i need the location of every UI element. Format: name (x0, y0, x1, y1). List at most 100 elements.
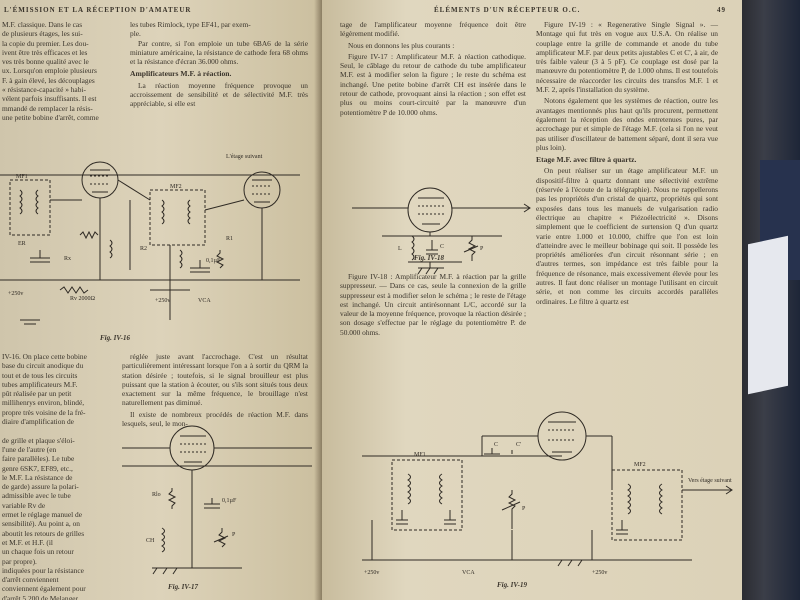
fig19-label-plus250-a: +250v (364, 570, 379, 576)
left-col2-top: les tubes Rimlock, type EF41, par exem-p… (130, 20, 308, 111)
text-line: ple. (130, 29, 141, 39)
left-col2-bottom: réglée juste avant l'accrochage. C'est u… (122, 352, 308, 430)
right-page: ÉLÉMENTS D'UN RÉCEPTEUR O.C. 49 tage de … (322, 0, 742, 600)
right-colA-bottom: Figure IV-18 : Amplificateur M.F. à réac… (340, 272, 526, 339)
text-line: M.F. classique. Dans le cas (2, 20, 83, 29)
fig19-label-c: C (494, 442, 498, 448)
text-line: base du circuit anodique du (2, 361, 84, 371)
fig16-label-rv: Rv 2000Ω (70, 296, 96, 302)
text-line: sensibilité). Au point a, on (2, 519, 81, 529)
fig-iv-17-schematic: Rlo 0,1µF CH P (122, 425, 312, 575)
fig17-label-p: P (232, 532, 236, 538)
fig16-label-r1: R1 (226, 236, 233, 242)
text-line: millihenrys environ, blindé, (2, 398, 85, 408)
text-line: genre 6SK7, EF89, etc., (2, 463, 73, 473)
text-line: l'une de l'autre (en (2, 444, 57, 454)
text-line: aboutit les retours de grilles (2, 528, 85, 538)
fig-iv-17-caption: Fig. IV-17 (168, 583, 198, 591)
right-colA-top: tage de l'amplificateur moyenne fréquenc… (340, 20, 526, 119)
fig16-label-next-stage: L'étage suivant (226, 154, 263, 160)
fig18-label-p: P (480, 246, 484, 252)
background-right (740, 0, 800, 600)
fig-iv-16-schematic: MF1 MF2 L'étage suivant ER Rv 2000Ω +250… (0, 154, 300, 325)
right-colB-p2: Notons également que les systèmes de réa… (536, 96, 718, 152)
right-colB: Figure IV-19 : « Regenerative Single Sig… (536, 20, 718, 308)
fig19-label-next-stage: Vers étage suivant (688, 478, 732, 484)
fig17-label-rlo: Rlo (152, 492, 161, 498)
right-running-header: ÉLÉMENTS D'UN RÉCEPTEUR O.C. (434, 6, 581, 14)
text-line: d'arrêt 5.200 de Melanger (2, 593, 79, 600)
text-line: d'arrêt conviennent (2, 575, 59, 585)
fig-iv-18-schematic: L C P (352, 187, 531, 275)
fig16-label-mf2: MF2 (170, 184, 182, 190)
right-colA-p2: Nous en donnons les plus courants : (348, 40, 455, 50)
fig19-label-vca: VCA (462, 570, 475, 576)
text-line: indiquées pour la résistance (2, 565, 84, 575)
text-line: propre très voisine de la fré- (2, 407, 86, 417)
fig-iv-18-caption: Fig. IV-18 (414, 254, 444, 262)
left-running-header: L'ÉMISSION ET LA RÉCEPTION D'AMATEUR (4, 6, 192, 14)
text-line: une petite bobine d'arrêt, comme (2, 112, 99, 122)
text-line: un chaque fois un retour (2, 547, 74, 557)
text-line: F. à gain élevé, les découplages (2, 75, 95, 85)
text-line: ivent être très efficaces et les (2, 47, 88, 57)
fig-iv-19-caption: Fig. IV-19 (497, 581, 527, 589)
fig16-label-plus250-b: +250v (155, 298, 170, 304)
fig16-label-rx: Rx (64, 256, 71, 262)
text-line: les tubes Rimlock, type EF41, par exem- (130, 20, 251, 29)
left-col2-bottom-p2: Il existe de nombreux procédés de réacti… (122, 409, 308, 429)
text-line: variable Rv de (2, 500, 46, 510)
fig19-label-plus250-b: +250v (592, 570, 607, 576)
text-line: ermet le réglage manuel de (2, 510, 83, 520)
fig16-label-r2: R2 (140, 246, 147, 252)
fig16-label-er: ER (18, 241, 26, 247)
text-line: IV-16. On place cette bobine (2, 352, 87, 361)
page-number: 49 (717, 6, 726, 14)
left-col2-paragraph: Par contre, si l'on emploie un tube 6BA6… (130, 38, 308, 67)
text-line: vélent parfois insuffisants. Il est (2, 94, 97, 104)
text-line: de plusieurs étages, les sui- (2, 29, 83, 39)
text-line: la copie du premier. Les dou- (2, 38, 89, 48)
text-line: admissible avec le tube (2, 491, 71, 501)
text-line: faire parallèles). Le tube (2, 454, 75, 464)
left-page: L'ÉMISSION ET LA RÉCEPTION D'AMATEUR M.F… (0, 0, 322, 600)
right-colA-p3: Figure IV-17 : Amplificateur M.F. à réac… (340, 51, 526, 117)
text-line: de garde) assure la polari- (2, 482, 79, 492)
fig18-label-c: C (440, 244, 444, 250)
text-line: pût réalisée par un petit (2, 389, 72, 399)
fig16-label-vca: VCA (198, 298, 211, 304)
fig16-label-cap: 0,1µF (206, 258, 221, 264)
text-line: mmandé de remplacer la résis- (2, 103, 93, 113)
fig16-label-plus250-a: +250v (8, 291, 23, 297)
fig17-label-cap: 0,1µF (222, 498, 237, 504)
text-line: tout et de tous les circuits (2, 370, 78, 380)
background-white-paper (748, 235, 788, 395)
text-line: ves très bonne qualité avec le (2, 57, 89, 67)
fig17-label-ch: CH (146, 538, 155, 544)
text-line: conviennent également pour (2, 584, 86, 594)
fig19-label-mf1: MF1 (414, 452, 426, 458)
fig18-label-l: L (398, 246, 402, 252)
left-col2-reaction-paragraph: La réaction moyenne fréquence provoque u… (130, 80, 308, 109)
text-line: et M.F. et H.F. (il (2, 537, 53, 547)
text-line: par propre). (2, 556, 37, 566)
section-heading-reaction: Amplificateurs M.F. à réaction. (130, 69, 232, 79)
text-line: diaire d'amplification de (2, 417, 74, 427)
fig16-label-mf1: MF1 (16, 174, 28, 180)
fig-iv-19-schematic: MF1 MF2 C C' P VCA +250v +250v Vers étag… (362, 411, 733, 576)
right-colA-p1: tage de l'amplificateur moyenne fréquenc… (340, 20, 526, 39)
fig-iv-16-caption: Fig. IV-16 (100, 334, 130, 342)
right-colB-p1: Figure IV-19 : « Regenerative Single Sig… (536, 20, 718, 95)
right-colA-p4: Figure IV-18 : Amplificateur M.F. à réac… (340, 272, 526, 337)
text-line: ux. Lorsqu'on emploie plusieurs (2, 66, 97, 76)
fig19-label-mf2: MF2 (634, 462, 646, 468)
fig19-label-p: P (522, 506, 526, 512)
text-line: de grille et plaque s'éloi- (2, 435, 75, 445)
text-line: « résistance-capacité » habi- (2, 85, 86, 95)
text-line: le M.F. La résistance de (2, 472, 73, 482)
section-heading-quartz: Etage M.F. avec filtre à quartz. (536, 155, 637, 165)
right-colB-p3: On peut réaliser sur un étage amplificat… (536, 166, 718, 306)
fig19-label-c-prime: C' (516, 442, 521, 448)
